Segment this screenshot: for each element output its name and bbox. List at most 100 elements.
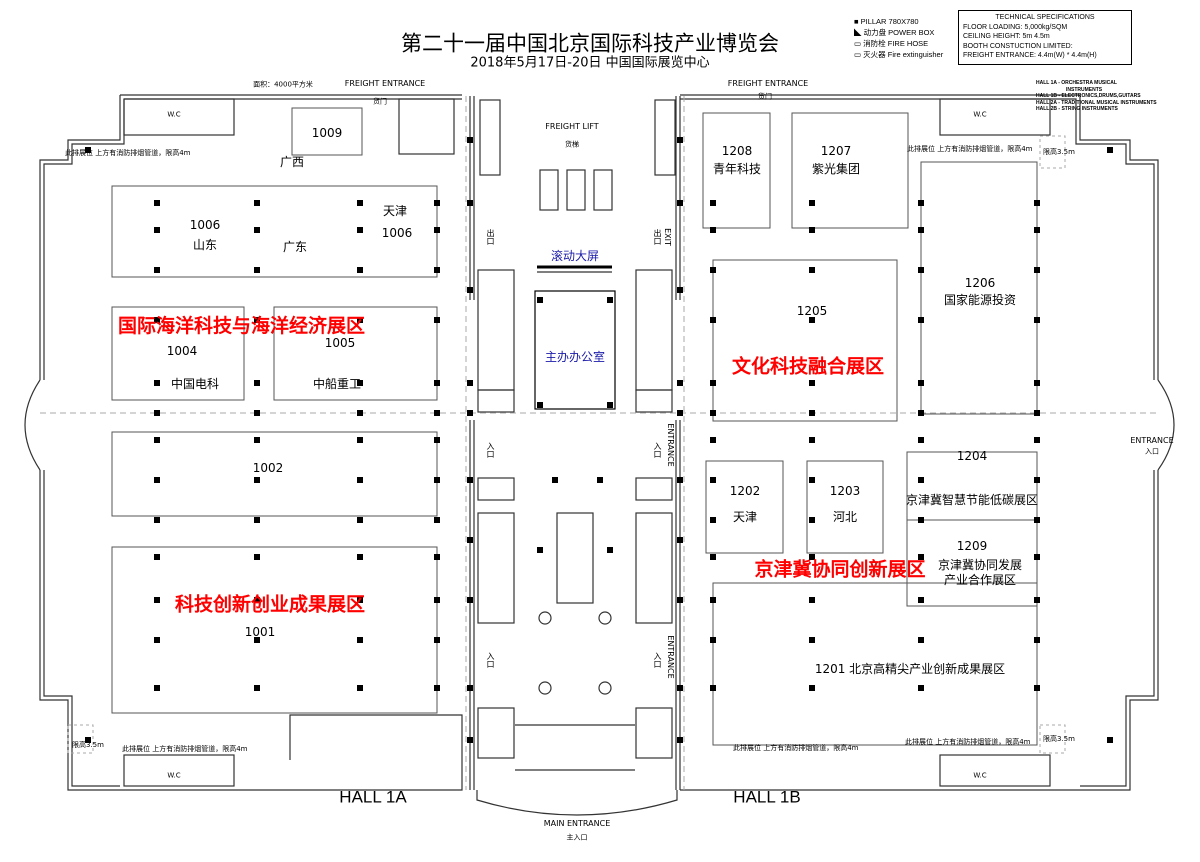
pillar [1034,380,1040,386]
pillar [918,380,924,386]
pillar [710,437,716,443]
pillar [597,477,603,483]
booth-1203 [806,460,884,554]
freight-lift-cn: 货梯 [565,140,579,149]
pillar [434,227,440,233]
pillar [154,267,160,273]
technical-specifications: TECHNICAL SPECIFICATIONS FLOOR LOADING: … [958,10,1132,65]
pillar [710,554,716,560]
specs-title: TECHNICAL SPECIFICATIONS [995,14,1095,21]
zone-culture: 文化科技融合展区 [731,355,885,378]
booth-1209-name-1: 京津冀协同发展 [937,558,1023,572]
side-entrance-label: ENTRANCE [1130,436,1174,445]
pillar [467,685,473,691]
pillar [434,517,440,523]
hall-list-item: HALL 2B - STRING INSTRUMENTS [1036,106,1118,112]
booth-1208-name: 青年科技 [712,162,762,176]
pillar [154,410,160,416]
legend-pillar: PILLAR 780X780 [860,17,919,26]
pillar [918,637,924,643]
pipe-note: 此排展位 上方有消防排烟管道，限高4m [122,745,248,753]
booth-1206-number: 1206 [964,276,996,290]
booth-1206-name: 国家能源投资 [943,293,1017,307]
pillar [357,554,363,560]
pillar [677,537,683,543]
pipe-note: 此排展位 上方有消防排烟管道，限高4m [905,738,1031,746]
booth-1009-number: 1009 [311,126,343,140]
pillar [434,380,440,386]
pillar [809,554,815,560]
pillar [918,685,924,691]
pillar [357,227,363,233]
fire-extinguisher-icon: ▭ [854,50,864,59]
pillar [254,200,260,206]
pillar [154,227,160,233]
pillar [809,227,815,233]
booth-1207-name: 紫光集团 [811,162,861,176]
booth-1202-name: 天津 [732,510,758,524]
freight-entrance-left: FREIGHT ENTRANCE [344,79,426,88]
pillar [85,737,91,743]
booth-1203-name: 河北 [832,510,858,524]
pillar [467,287,473,293]
pillar [254,317,260,323]
pillar [254,267,260,273]
pillar [1034,685,1040,691]
pillar [607,547,613,553]
pillar [710,380,716,386]
booth-1006-number: 1006 [189,218,221,232]
booth-1005-number: 1005 [324,336,356,350]
booth-1209 [906,519,1038,607]
pillar [710,477,716,483]
booth-1004-number: 1004 [166,344,198,358]
pillar [1034,317,1040,323]
booth-1001-number: 1001 [244,625,276,639]
pillar [154,380,160,386]
pillar [677,200,683,206]
pillar [467,737,473,743]
pipe-note: 此排展位 上方有消防排烟管道，限高4m [733,744,859,752]
legend-fire-hose: 消防栓 FIRE HOSE [863,39,929,48]
pillar [434,554,440,560]
freight-door-left: 货门 [373,97,387,106]
pillar [677,737,683,743]
pillar [254,517,260,523]
height-limit-note: 限高3.5m [1043,735,1075,743]
entrance-cn: 入口 [653,442,662,458]
pillar [809,437,815,443]
wc-label: W.C [973,110,987,119]
entrance-label: ENTRANCE [666,423,675,467]
pillar [809,317,815,323]
pillar [918,437,924,443]
pillar [809,410,815,416]
pillar [357,410,363,416]
pillar [918,554,924,560]
pillar [154,517,160,523]
pillar [710,517,716,523]
pillar [357,437,363,443]
legend: ■ PILLAR 780X780 ◣ 动力盘 POWER BOX ▭ 消防栓 F… [828,16,943,60]
pillar [467,477,473,483]
pillar [254,685,260,691]
booth-1209-name-2: 产业合作展区 [943,573,1017,587]
pillar [434,477,440,483]
pillar [1034,267,1040,273]
booth-1204-number: 1204 [956,449,988,463]
pillar [467,380,473,386]
pillar [467,597,473,603]
booth-1207 [791,112,909,229]
wc-label: W.C [167,771,181,780]
pillar [809,517,815,523]
booth-1001 [111,546,438,714]
hall-list-item: INSTRUMENTS [1066,86,1103,93]
pillar [677,477,683,483]
pillar [357,477,363,483]
booth-1207-number: 1207 [820,144,852,158]
pillar [1107,147,1113,153]
pillar [154,437,160,443]
pipe-note: 此排展位 上方有消防排烟管道，限高4m [907,145,1033,153]
hall-list-item: HALL 2A - TRADITIONAL MUSICAL INSTRUMENT… [1036,99,1157,106]
booth-1202 [705,460,784,554]
hall-1b-label: HALL 1B [733,787,801,807]
pillar [677,410,683,416]
